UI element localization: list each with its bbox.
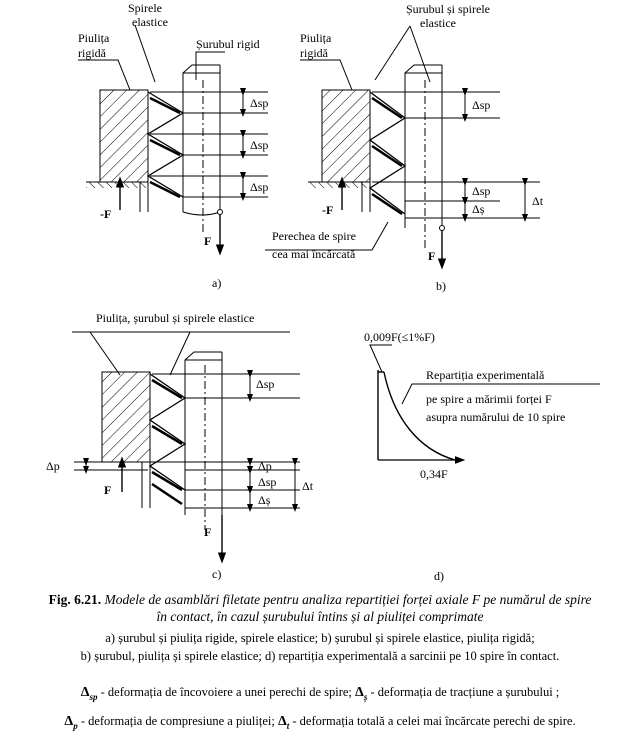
panel-d — [369, 344, 600, 464]
b-dsp-2: Δsp — [472, 184, 490, 198]
distribution-curve — [383, 371, 456, 461]
panel-a — [78, 24, 268, 256]
d-value: 0,34F — [420, 467, 448, 481]
caption-line-2: b) șurubul, piulița și spirele elastice;… — [80, 649, 560, 663]
legend-def-s: - deformația de tracțiune a șurubului ; — [367, 685, 560, 699]
panel-a-labels: Piulița rigidă Spirele elastice Șurubul … — [78, 1, 268, 290]
b-ds: Δș — [472, 202, 485, 216]
caption-title-1: Modele de asamblări filetate pentru anal… — [104, 592, 592, 607]
symbol-delta-sp: Δsp — [80, 685, 98, 702]
threads-c — [148, 373, 187, 506]
legend-def-t: - deformația totală a celei mai încărcat… — [289, 714, 576, 728]
caption-title-2: în contact, în cazul șurubului întins și… — [156, 609, 484, 624]
d-desc-1: Repartiția experimentală — [426, 368, 545, 382]
panel-b-labels: Piulița rigidă Șurubul și spirele elasti… — [272, 2, 544, 293]
c-dp-left: Δp — [46, 459, 60, 473]
b-dt: Δt — [532, 194, 544, 208]
legend-def-sp: - deformația de încovoiere a unei perech… — [97, 685, 356, 699]
b-dsp-1: Δsp — [472, 98, 490, 112]
threads-b — [368, 91, 407, 216]
a-thread-label-2: elastice — [132, 15, 168, 29]
b-nut-label-2: rigidă — [300, 46, 329, 60]
symbol-delta-s: Δș — [355, 685, 368, 702]
b-force-nut: -F — [322, 203, 333, 217]
figure-6-21: Piulița rigidă Spirele elastice Șurubul … — [46, 1, 600, 583]
nut-b — [321, 89, 371, 183]
figure-number: Fig. 6.21. — [48, 592, 102, 607]
d-desc-2: pe spire a mărimii forței F — [426, 392, 552, 406]
screw-c — [184, 351, 222, 515]
c-dsp: Δsp — [258, 475, 276, 489]
legend-row-1: Δsp - deformația de încovoiere a unei pe… — [0, 684, 640, 705]
panel-c-labels: Piulița, șurubul și spirele elastice Δsp… — [46, 311, 314, 581]
figure-caption: Fig. 6.21. Modele de asamblări filetate … — [0, 591, 640, 625]
c-force-screw: F — [204, 525, 211, 539]
b-force-screw: F — [428, 249, 435, 263]
panel-c — [72, 331, 300, 564]
a-screw-label: Șurubul rigid — [196, 37, 260, 51]
a-nut-label-2: rigidă — [78, 46, 107, 60]
screw-b — [404, 64, 442, 228]
threads-a — [146, 91, 185, 199]
nut-c — [101, 371, 151, 463]
d-sublabel: d) — [434, 569, 444, 583]
b-sublabel: b) — [436, 279, 446, 293]
b-screw-label-1: Șurubul și spirele — [406, 2, 490, 16]
a-dsp-2: Δsp — [250, 138, 268, 152]
a-thread-label-1: Spirele — [128, 1, 162, 15]
b-pair-1: Perechea de spire — [272, 229, 356, 243]
c-dp: Δp — [258, 459, 272, 473]
b-pair-2: cea mai încărcată — [272, 247, 356, 261]
b-screw-label-2: elastice — [420, 16, 456, 30]
c-label-all: Piulița, șurubul și spirele elastice — [96, 311, 254, 325]
panel-d-labels: 0,009F(≤1%F) Repartiția experimentală pe… — [364, 330, 565, 583]
a-force-screw: F — [204, 234, 211, 248]
c-dt: Δt — [302, 479, 314, 493]
d-peak: 0,009F(≤1%F) — [364, 330, 435, 344]
nut-a — [99, 89, 149, 183]
legend-def-p: - deformația de compresiune a piuliței; — [77, 714, 278, 728]
a-force-nut: -F — [100, 207, 111, 221]
a-nut-label-1: Piulița — [78, 31, 110, 45]
c-sublabel: c) — [212, 567, 221, 581]
symbol-delta-t: Δt — [277, 714, 290, 731]
a-dsp-1: Δsp — [250, 96, 268, 110]
symbol-delta-p: Δp — [64, 714, 78, 731]
c-ds: Δș — [258, 493, 271, 507]
c-force-nut: F — [104, 483, 111, 497]
panel-b — [265, 25, 540, 270]
legend-row-2: Δp - deformația de compresiune a piulițe… — [0, 713, 640, 734]
screw-a — [182, 64, 220, 212]
d-desc-3: asupra numărului de 10 spire — [426, 410, 565, 424]
b-nut-label-1: Piulița — [300, 31, 332, 45]
c-dsp-top: Δsp — [256, 377, 274, 391]
a-dsp-3: Δsp — [250, 180, 268, 194]
caption-line-1: a) șurubul și piulița rigide, spirele el… — [105, 631, 535, 645]
a-sublabel: a) — [212, 276, 221, 290]
